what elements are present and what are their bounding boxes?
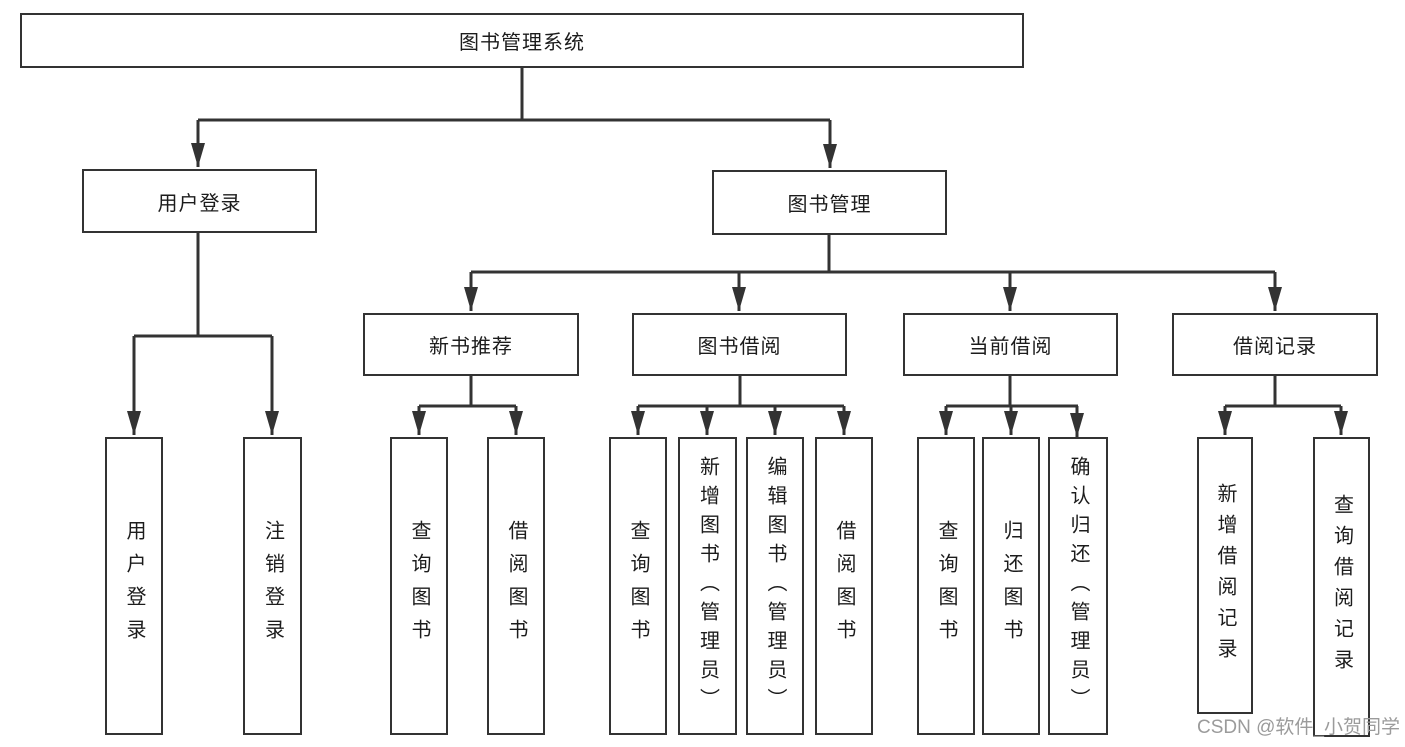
leaf-borrow-books-borrowing: 借阅图书 (815, 437, 873, 735)
leaf-add-book-admin-label: 新增图书（管理员） (696, 455, 719, 717)
node-current-borrowing-label: 当前借阅 (968, 336, 1053, 358)
leaf-edit-book-admin-label: 编辑图书（管理员） (764, 455, 786, 717)
leaf-confirm-return-admin-label: 确认归还（管理员） (1067, 455, 1089, 717)
node-borrowing-records: 借阅记录 (1172, 313, 1378, 376)
leaf-borrow-books-recommend-label: 借阅图书 (505, 520, 527, 652)
csdn-watermark: CSDN @软件_小贺同学 (1197, 717, 1400, 738)
leaf-query-borrow-record-label: 查询借阅记录 (1330, 494, 1353, 680)
node-book-borrowing: 图书借阅 (632, 313, 847, 376)
leaf-query-borrow-record: 查询借阅记录 (1313, 437, 1370, 737)
node-user-login-label: 用户登录 (157, 192, 242, 215)
leaf-return-book: 归还图书 (982, 437, 1040, 735)
node-user-login: 用户登录 (82, 169, 317, 233)
leaf-confirm-return-admin: 确认归还（管理员） (1048, 437, 1108, 735)
leaf-query-books-current: 查询图书 (917, 437, 975, 735)
leaf-user-login-label: 用户登录 (123, 520, 145, 652)
leaf-return-book-label: 归还图书 (1000, 520, 1022, 652)
leaf-query-books-borrowing: 查询图书 (609, 437, 667, 735)
leaf-add-borrow-record: 新增借阅记录 (1197, 437, 1253, 714)
node-borrowing-records-label: 借阅记录 (1233, 336, 1317, 358)
leaf-query-books-borrowing-label: 查询图书 (627, 520, 649, 652)
node-new-book-recommendation-label: 新书推荐 (429, 336, 513, 358)
leaf-add-borrow-record-label: 新增借阅记录 (1214, 482, 1236, 669)
node-current-borrowing: 当前借阅 (903, 313, 1118, 376)
node-book-management: 图书管理 (712, 170, 947, 235)
leaf-borrow-books-borrowing-label: 借阅图书 (833, 520, 855, 652)
leaf-add-book-admin: 新增图书（管理员） (678, 437, 737, 735)
leaf-edit-book-admin: 编辑图书（管理员） (746, 437, 804, 735)
leaf-query-books-current-label: 查询图书 (935, 520, 957, 652)
node-book-borrowing-label: 图书借阅 (697, 336, 782, 358)
leaf-query-books-recommend-label: 查询图书 (408, 520, 430, 652)
node-library-management-system-label: 图书管理系统 (459, 32, 585, 54)
leaf-logout-label: 注销登录 (261, 520, 284, 652)
node-library-management-system: 图书管理系统 (20, 13, 1024, 68)
node-book-management-label: 图书管理 (787, 194, 872, 216)
leaf-borrow-books-recommend: 借阅图书 (487, 437, 545, 735)
leaf-query-books-recommend: 查询图书 (390, 437, 448, 735)
leaf-logout: 注销登录 (243, 437, 302, 735)
node-new-book-recommendation: 新书推荐 (363, 313, 579, 376)
leaf-user-login: 用户登录 (105, 437, 163, 735)
